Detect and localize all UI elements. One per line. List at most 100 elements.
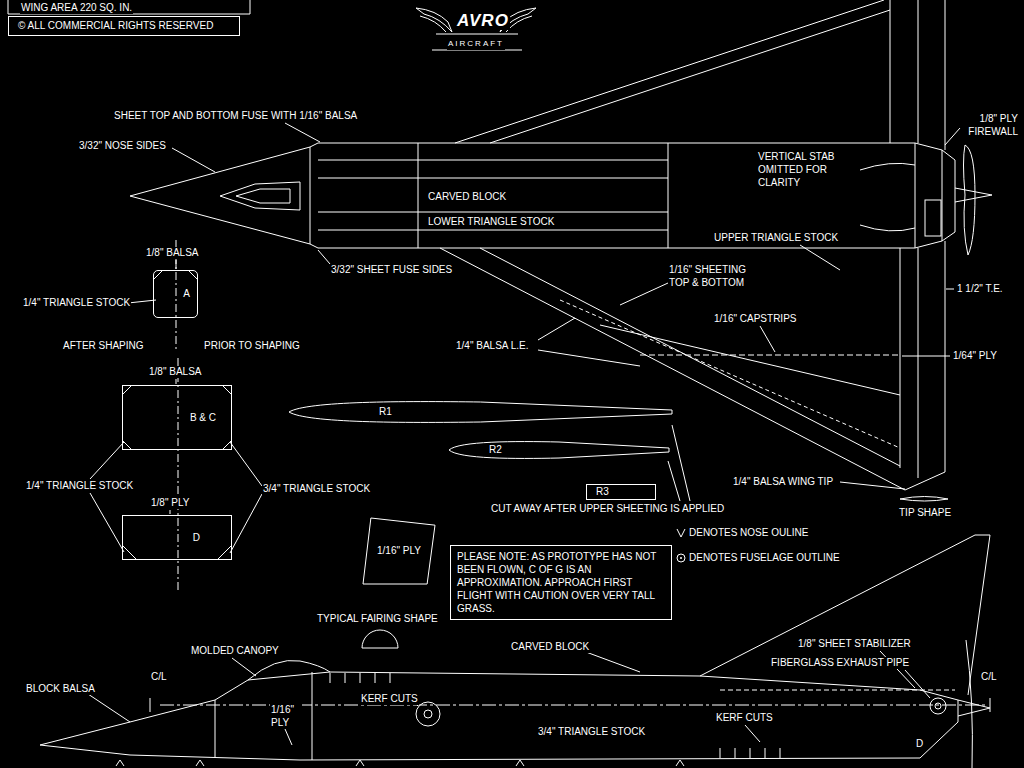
section-box: R3 <box>586 484 656 500</box>
plan-view-fuselage <box>318 160 668 230</box>
leader-line <box>285 123 320 142</box>
section-centerline <box>176 240 178 592</box>
leader-line <box>760 326 775 352</box>
section-box: © ALL COMMERCIAL RIGHTS RESERVED <box>8 16 240 36</box>
side-view-fuselage <box>215 672 312 760</box>
plan-view-fuselage <box>130 143 942 248</box>
side-view-fuselage <box>248 660 330 680</box>
leader-line <box>230 442 262 553</box>
leader-line <box>946 289 954 290</box>
part-label: C/L <box>150 671 168 683</box>
part-label: TIP SHAPE <box>898 507 952 519</box>
section-letter: B & C <box>189 412 217 424</box>
plan-view-wing <box>455 0 890 143</box>
logo-wings <box>420 16 446 32</box>
section-letter: D <box>192 532 201 544</box>
plan-view-fuselage <box>130 143 942 248</box>
part-label: CARVED BLOCK <box>510 641 590 653</box>
part-label: CARVED BLOCK <box>427 191 507 203</box>
plan-view-wing <box>600 325 900 395</box>
side-view-fuselage <box>116 760 684 766</box>
part-label: 1/4" TRIANGLE STOCK <box>25 480 134 492</box>
leader-line <box>745 725 760 742</box>
section-box: 1/16" PLY <box>362 517 436 585</box>
part-label: 1/64" PLY <box>952 350 998 362</box>
shape-outline <box>123 516 233 561</box>
plan-view-wing <box>560 300 900 448</box>
part-label: 3/4" TRIANGLE STOCK <box>262 483 371 495</box>
plan-view-wing <box>440 241 945 490</box>
part-label: MOLDED CANOPY <box>190 645 280 657</box>
fairing-shape <box>362 630 398 648</box>
part-label: 3/32" SHEET FUSE SIDES <box>330 264 453 276</box>
legend-entry: DENOTES FUSELAGE OUTLINE <box>676 552 840 564</box>
plan-view-wing <box>890 0 945 150</box>
rib-outline: R2 <box>448 440 670 460</box>
section-centerline <box>176 240 178 592</box>
section-letter: 1/16" PLY <box>376 545 422 557</box>
propeller <box>925 200 941 236</box>
note-text: PLEASE NOTE: AS PROTOTYPE HAS NOT BEEN F… <box>456 550 666 615</box>
leader-line <box>945 128 960 145</box>
side-view-fuselage <box>935 703 941 709</box>
propeller <box>925 145 992 255</box>
plan-view-fuselage <box>418 143 915 248</box>
plan-view-fuselage <box>220 182 300 210</box>
side-view-fuselage <box>40 672 958 760</box>
leader-line <box>176 379 177 384</box>
side-view-fuselage <box>930 698 946 714</box>
plan-view-wing <box>480 248 900 466</box>
triangle-stock <box>122 545 232 560</box>
plan-view-wing <box>440 0 948 501</box>
part-label: PRIOR TO SHAPING <box>203 340 301 352</box>
triangle-stock <box>153 270 198 280</box>
section-box: D <box>122 515 232 560</box>
legend-text: DENOTES NOSE OULINE <box>689 527 808 539</box>
part-label: 1/16" CAPSTRIPS <box>713 313 797 325</box>
leader-line <box>232 658 256 676</box>
note-box: PLEASE NOTE: AS PROTOTYPE HAS NOT BEEN F… <box>450 545 672 620</box>
section-box: B & C <box>122 385 232 450</box>
part-label: TYPICAL FAIRING SHAPE <box>316 613 439 625</box>
shape-outline <box>288 400 673 424</box>
side-view-fuselage <box>966 640 972 768</box>
leader-line <box>902 356 950 357</box>
title-frame <box>8 0 250 14</box>
side-view-fuselage <box>416 702 440 726</box>
shape-outline <box>448 440 670 460</box>
leader-line <box>90 442 124 552</box>
rib-outline <box>289 402 672 423</box>
title-frame <box>8 0 250 14</box>
part-label: 1/4" BALSA WING TIP <box>732 476 834 488</box>
shape-outline <box>154 271 199 319</box>
legend-text: DENOTES FUSELAGE OUTLINE <box>689 552 840 564</box>
part-label: 1 1/2" T.E. <box>956 283 1004 295</box>
section-letter: A <box>182 288 191 300</box>
fuselage-outline-symbol <box>680 557 682 559</box>
part-label: 1/8" SHEET STABILIZER <box>797 638 912 650</box>
part-label: 1/16" PLY <box>270 703 302 729</box>
leader-line <box>668 425 690 501</box>
plan-view-wing <box>640 355 900 356</box>
leader-line <box>905 670 930 698</box>
logo-text: AVRO <box>456 11 510 30</box>
side-view-fuselage <box>958 700 990 716</box>
part-label: WING AREA 220 SQ. IN. <box>20 2 133 14</box>
part-label: C/L <box>980 671 998 683</box>
plan-view-fuselage <box>310 147 311 244</box>
leader-line <box>285 729 292 745</box>
leader-line <box>318 250 330 264</box>
plan-view-wing <box>900 497 948 502</box>
fairing-shape <box>362 630 398 648</box>
part-label: D <box>915 738 924 750</box>
part-label: 1/16" SHEETING TOP & BOTTOM <box>668 263 765 289</box>
part-label: SHEET TOP AND BOTTOM FUSE WITH 1/16" BAL… <box>113 110 358 122</box>
nose-outline-symbol <box>677 529 685 537</box>
side-view-fuselage <box>720 690 955 691</box>
leader-line <box>172 148 215 172</box>
section-letter: © ALL COMMERCIAL RIGHTS RESERVED <box>17 20 214 32</box>
leader-line <box>88 694 130 722</box>
propeller <box>942 150 955 241</box>
part-label: BLOCK BALSA <box>25 683 96 695</box>
plan-view-fuselage <box>236 189 290 203</box>
